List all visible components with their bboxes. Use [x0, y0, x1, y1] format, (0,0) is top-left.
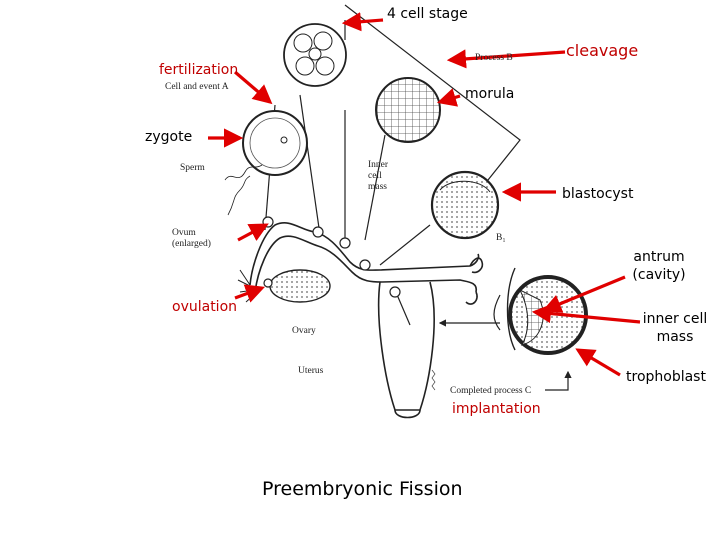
label-antrum-line2: (cavity) [632, 267, 686, 283]
figure-caption: Preembryonic Fission [262, 478, 463, 500]
label-four-cell-stage: 4 cell stage [387, 6, 468, 22]
text-inner-mass-3: mass [368, 182, 387, 192]
cervix-note [431, 369, 436, 391]
text-inner-mass-1: Inner [368, 160, 389, 170]
text-ovum: Ovum (enlarged) [172, 228, 211, 250]
morula-embryo [375, 77, 441, 143]
four-cell-embryo [283, 23, 347, 87]
text-inner-cell-mass: Inner cell mass [368, 160, 388, 193]
label-arrows [208, 12, 641, 377]
zygote-cell [224, 110, 308, 216]
label-ovulation: ovulation [172, 299, 238, 315]
label-morula: morula [465, 86, 515, 102]
text-ovum-2: (enlarged) [172, 239, 211, 249]
label-implantation: implantation [452, 401, 541, 417]
text-sperm: Sperm [180, 163, 205, 173]
text-process-b: Process B [475, 53, 513, 63]
label-antrum-line1: antrum [633, 249, 685, 265]
label-zygote: zygote [145, 129, 193, 145]
follicles [262, 216, 401, 298]
text-ovum-1: Ovum [172, 228, 196, 238]
label-inner-cell-mass-line2: mass [656, 329, 694, 345]
ovary [269, 269, 331, 303]
label-inner-cell-mass-line1: inner cell [642, 311, 708, 327]
text-b1: B₁ [496, 233, 506, 243]
process-c-arrow [438, 319, 572, 391]
label-trophoblast: trophoblast [626, 369, 706, 385]
text-uterus: Uterus [298, 366, 324, 376]
text-cell-event-a: Cell and event A [165, 82, 229, 92]
text-inner-mass-2: cell [368, 171, 382, 181]
text-ovary: Ovary [292, 326, 316, 336]
blastocyst-embryo [430, 170, 500, 240]
implanting-blastocyst [493, 267, 588, 355]
text-completed-process-c: Completed process C [450, 386, 532, 396]
label-fertilization: fertilization [159, 62, 239, 78]
fimbriae [237, 269, 257, 303]
label-inner-cell-mass: inner cell mass [639, 310, 711, 346]
label-antrum: antrum (cavity) [626, 248, 692, 284]
reproductive-tract [249, 222, 484, 419]
label-cleavage: cleavage [566, 41, 639, 60]
label-blastocyst: blastocyst [562, 186, 634, 202]
